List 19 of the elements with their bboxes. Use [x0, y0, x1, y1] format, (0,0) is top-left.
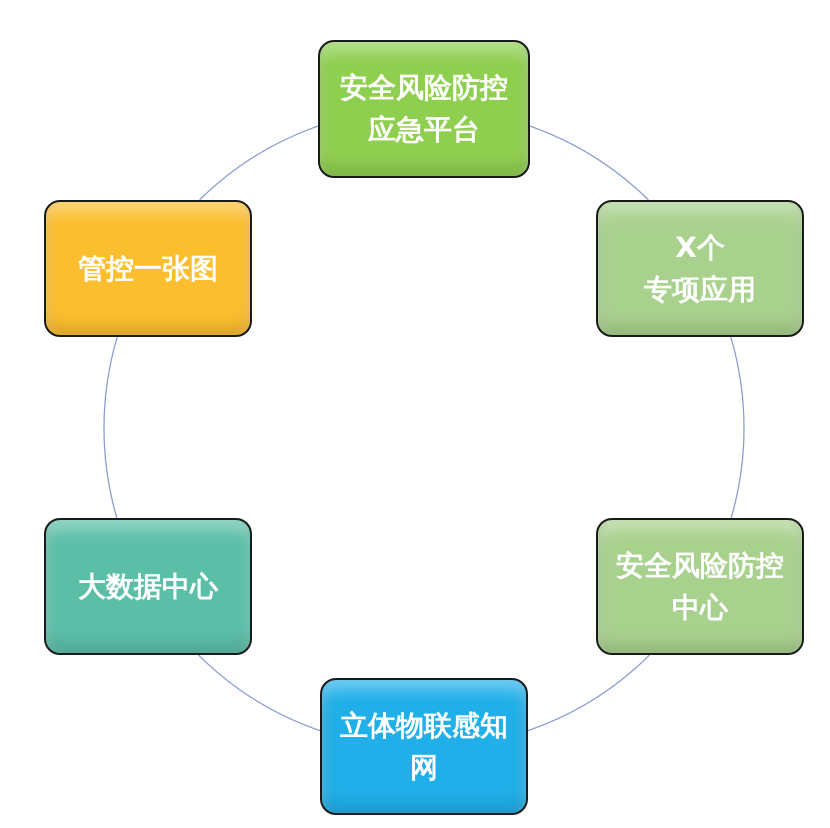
box-label: 专项应用	[644, 272, 756, 308]
process-box	[44, 200, 252, 337]
box-label: 立体物联感知网	[339, 708, 509, 786]
box-label: 管控一张图	[78, 250, 218, 286]
connector-arc	[530, 126, 649, 200]
process-box	[318, 40, 530, 178]
box-label: X个	[675, 230, 725, 266]
box-label: 安全风险防控中心	[615, 548, 785, 626]
connector-arc	[199, 126, 318, 200]
process-box	[596, 200, 804, 337]
process-box	[44, 518, 252, 655]
box-label: 大数据中心	[78, 568, 218, 604]
connector-arc	[730, 336, 744, 518]
process-box	[596, 518, 804, 655]
process-box	[320, 678, 528, 815]
connector-arc	[198, 654, 320, 732]
box-label: 安全风险防控应急平台	[339, 70, 509, 148]
connector-arc	[104, 336, 118, 518]
connector-arc	[528, 654, 650, 732]
